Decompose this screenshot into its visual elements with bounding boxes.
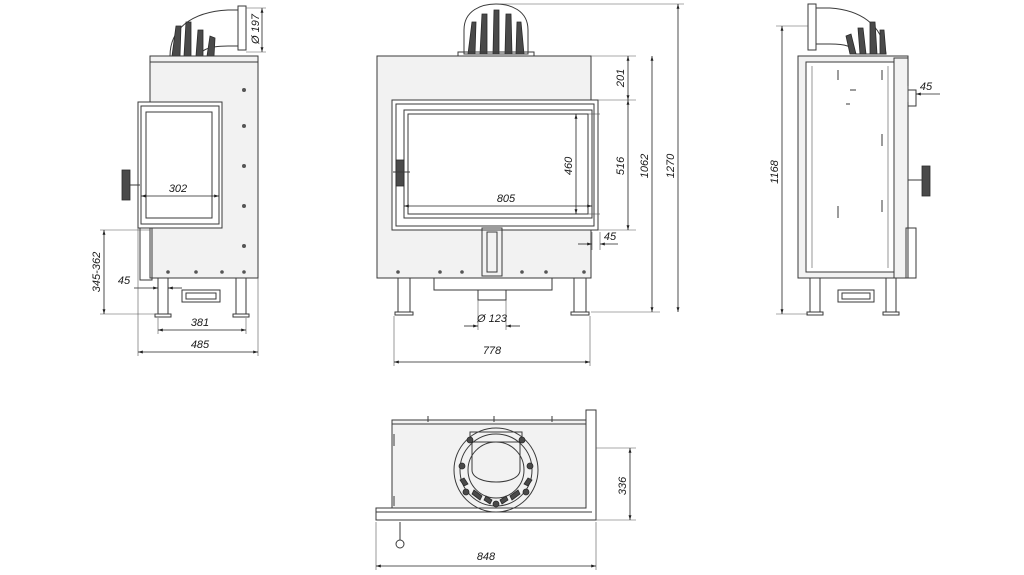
flue-collar-front xyxy=(457,3,535,57)
top-view: 336 848 xyxy=(375,409,636,570)
flue-elbow-right xyxy=(807,3,887,55)
stove-top-body xyxy=(391,419,587,509)
dim-glass-width: 805 xyxy=(497,193,516,205)
dim-total-width: 778 xyxy=(483,345,502,357)
door-handle-left xyxy=(121,169,131,201)
door-frame-left xyxy=(137,101,223,229)
dim-air-inlet-diameter: Ø 123 xyxy=(476,313,508,325)
door-handle-right xyxy=(921,165,931,197)
flue-top-ring xyxy=(453,427,539,513)
dim-top-width: 848 xyxy=(477,551,496,563)
dim-total-depth-left: 485 xyxy=(191,339,210,351)
door-handle-front xyxy=(395,159,405,187)
side-view-left: Ø 197 302 345-362 45 381 485 xyxy=(91,5,266,356)
dim-total-height: 1270 xyxy=(665,153,677,178)
dim-glass-height: 460 xyxy=(563,156,575,175)
dim-base-depth-left: 381 xyxy=(191,317,209,329)
dim-height-right: 1168 xyxy=(769,159,781,184)
dim-glass-width-left: 302 xyxy=(169,183,187,195)
leg-left-front xyxy=(397,277,411,313)
dim-body-height: 1062 xyxy=(639,154,651,178)
dim-flue-diameter-left: Ø 197 xyxy=(250,13,262,45)
dim-leg-height-left: 345-362 xyxy=(91,252,103,292)
leg-right-front xyxy=(573,277,587,313)
dim-top-depth: 336 xyxy=(617,476,629,495)
dim-leg-offset-left: 45 xyxy=(118,275,131,287)
dim-side-offset-right: 45 xyxy=(920,81,933,93)
leg-rear-left xyxy=(235,277,247,315)
front-view: 201 460 516 1062 1270 805 45 Ø 123 xyxy=(376,3,684,366)
dim-top-offset: 201 xyxy=(615,69,627,88)
side-view-right: 45 1168 xyxy=(769,3,940,316)
leg-front-left xyxy=(157,277,169,315)
dim-door-offset: 45 xyxy=(604,231,617,243)
dim-door-height: 516 xyxy=(615,156,627,175)
flue-elbow-left xyxy=(169,5,247,57)
door-front xyxy=(391,99,599,231)
